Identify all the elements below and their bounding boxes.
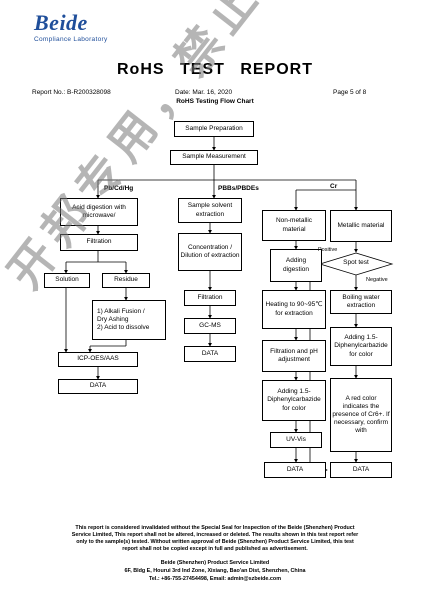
gc-ms-box: GC-MS [184, 318, 236, 334]
negative-label: Negative [366, 277, 388, 283]
data-cr-left-box: DATA [264, 462, 326, 478]
footer-company: Beide (Shenzhen) Product Service Limited [160, 560, 270, 566]
filtration-mid-box: Filtration [184, 290, 236, 306]
red-color-note-box: A red color indicates the presence of Cr… [330, 378, 392, 452]
footer-disclaimer-2: Service Limited, This report shall not b… [71, 532, 359, 538]
data-cr-right-box: DATA [330, 462, 392, 478]
footer-disclaimer-1: This report is considered invalidated wi… [75, 525, 355, 531]
page-number: Page 5 of 8 [333, 89, 367, 96]
footer-contact: Tel.: +86-755-27454498, Email: admin@szb… [148, 576, 282, 582]
data-left-box: DATA [58, 379, 138, 394]
residue-box: Residue [102, 273, 150, 288]
report-title: RoHS TEST REPORT [116, 61, 313, 78]
solvent-extraction-box: Sample solvent extraction [178, 198, 242, 223]
alkali-fusion-box: 1) Alkali Fusion / Dry Ashing 2) Acid to… [92, 300, 166, 340]
spot-test-label: Spot test [343, 259, 369, 266]
footer-address: 6F, Bldg E, Hourui 3rd Ind Zone, Xixiang… [124, 568, 306, 574]
branch-label-metals: Pb/Cd/Hg [104, 185, 134, 192]
logo-subtitle: Compliance Laboratory [34, 36, 108, 43]
filtration-left-box: Filtration [60, 234, 138, 251]
footer-disclaimer-3: only to the sample(s) tested. Without wr… [76, 539, 354, 545]
solution-box: Solution [44, 273, 90, 288]
diphenylcarbazide-right-box: Adding 1.5-Diphenylcarbazide for color [330, 327, 392, 366]
sample-preparation-box: Sample Preparation [174, 121, 254, 137]
boiling-extraction-box: Boiling water extraction [330, 290, 392, 314]
flow-chart-title: RoHS Testing Flow Chart [176, 98, 254, 105]
adding-digestion-box: Adding digestion [270, 249, 322, 282]
uv-vis-box: UV-Vis [270, 432, 322, 448]
branch-label-pbb: PBBs/PBDEs [218, 185, 259, 192]
concentration-box: Concentration / Dilution of extraction [178, 233, 242, 271]
positive-label: Positive [318, 247, 338, 253]
acid-digestion-box: Acid digestion with microwave/ [60, 198, 138, 226]
report-date: Date: Mar. 16, 2020 [175, 89, 233, 96]
branch-label-cr: Cr [330, 183, 338, 190]
heating-box: Heating to 90~95℃ for extraction [262, 290, 326, 329]
diphenylcarbazide-left-box: Adding 1.5-Diphenylcarbazide for color [262, 380, 326, 421]
nonmetallic-box: Non-metallic material [262, 210, 326, 241]
data-mid-box: DATA [184, 346, 236, 362]
footer-disclaimer-4: report shall not be copied except in ful… [122, 546, 308, 552]
company-logo: Beide [34, 10, 88, 35]
metallic-box: Metallic material [330, 210, 392, 242]
icp-oes-aas-box: ICP-OES/AAS [58, 352, 138, 367]
report-number: Report No.: B-R200328098 [32, 89, 111, 96]
filtration-ph-box: Filtration and pH adjustment [262, 340, 326, 372]
sample-measurement-box: Sample Measurement [170, 150, 258, 165]
